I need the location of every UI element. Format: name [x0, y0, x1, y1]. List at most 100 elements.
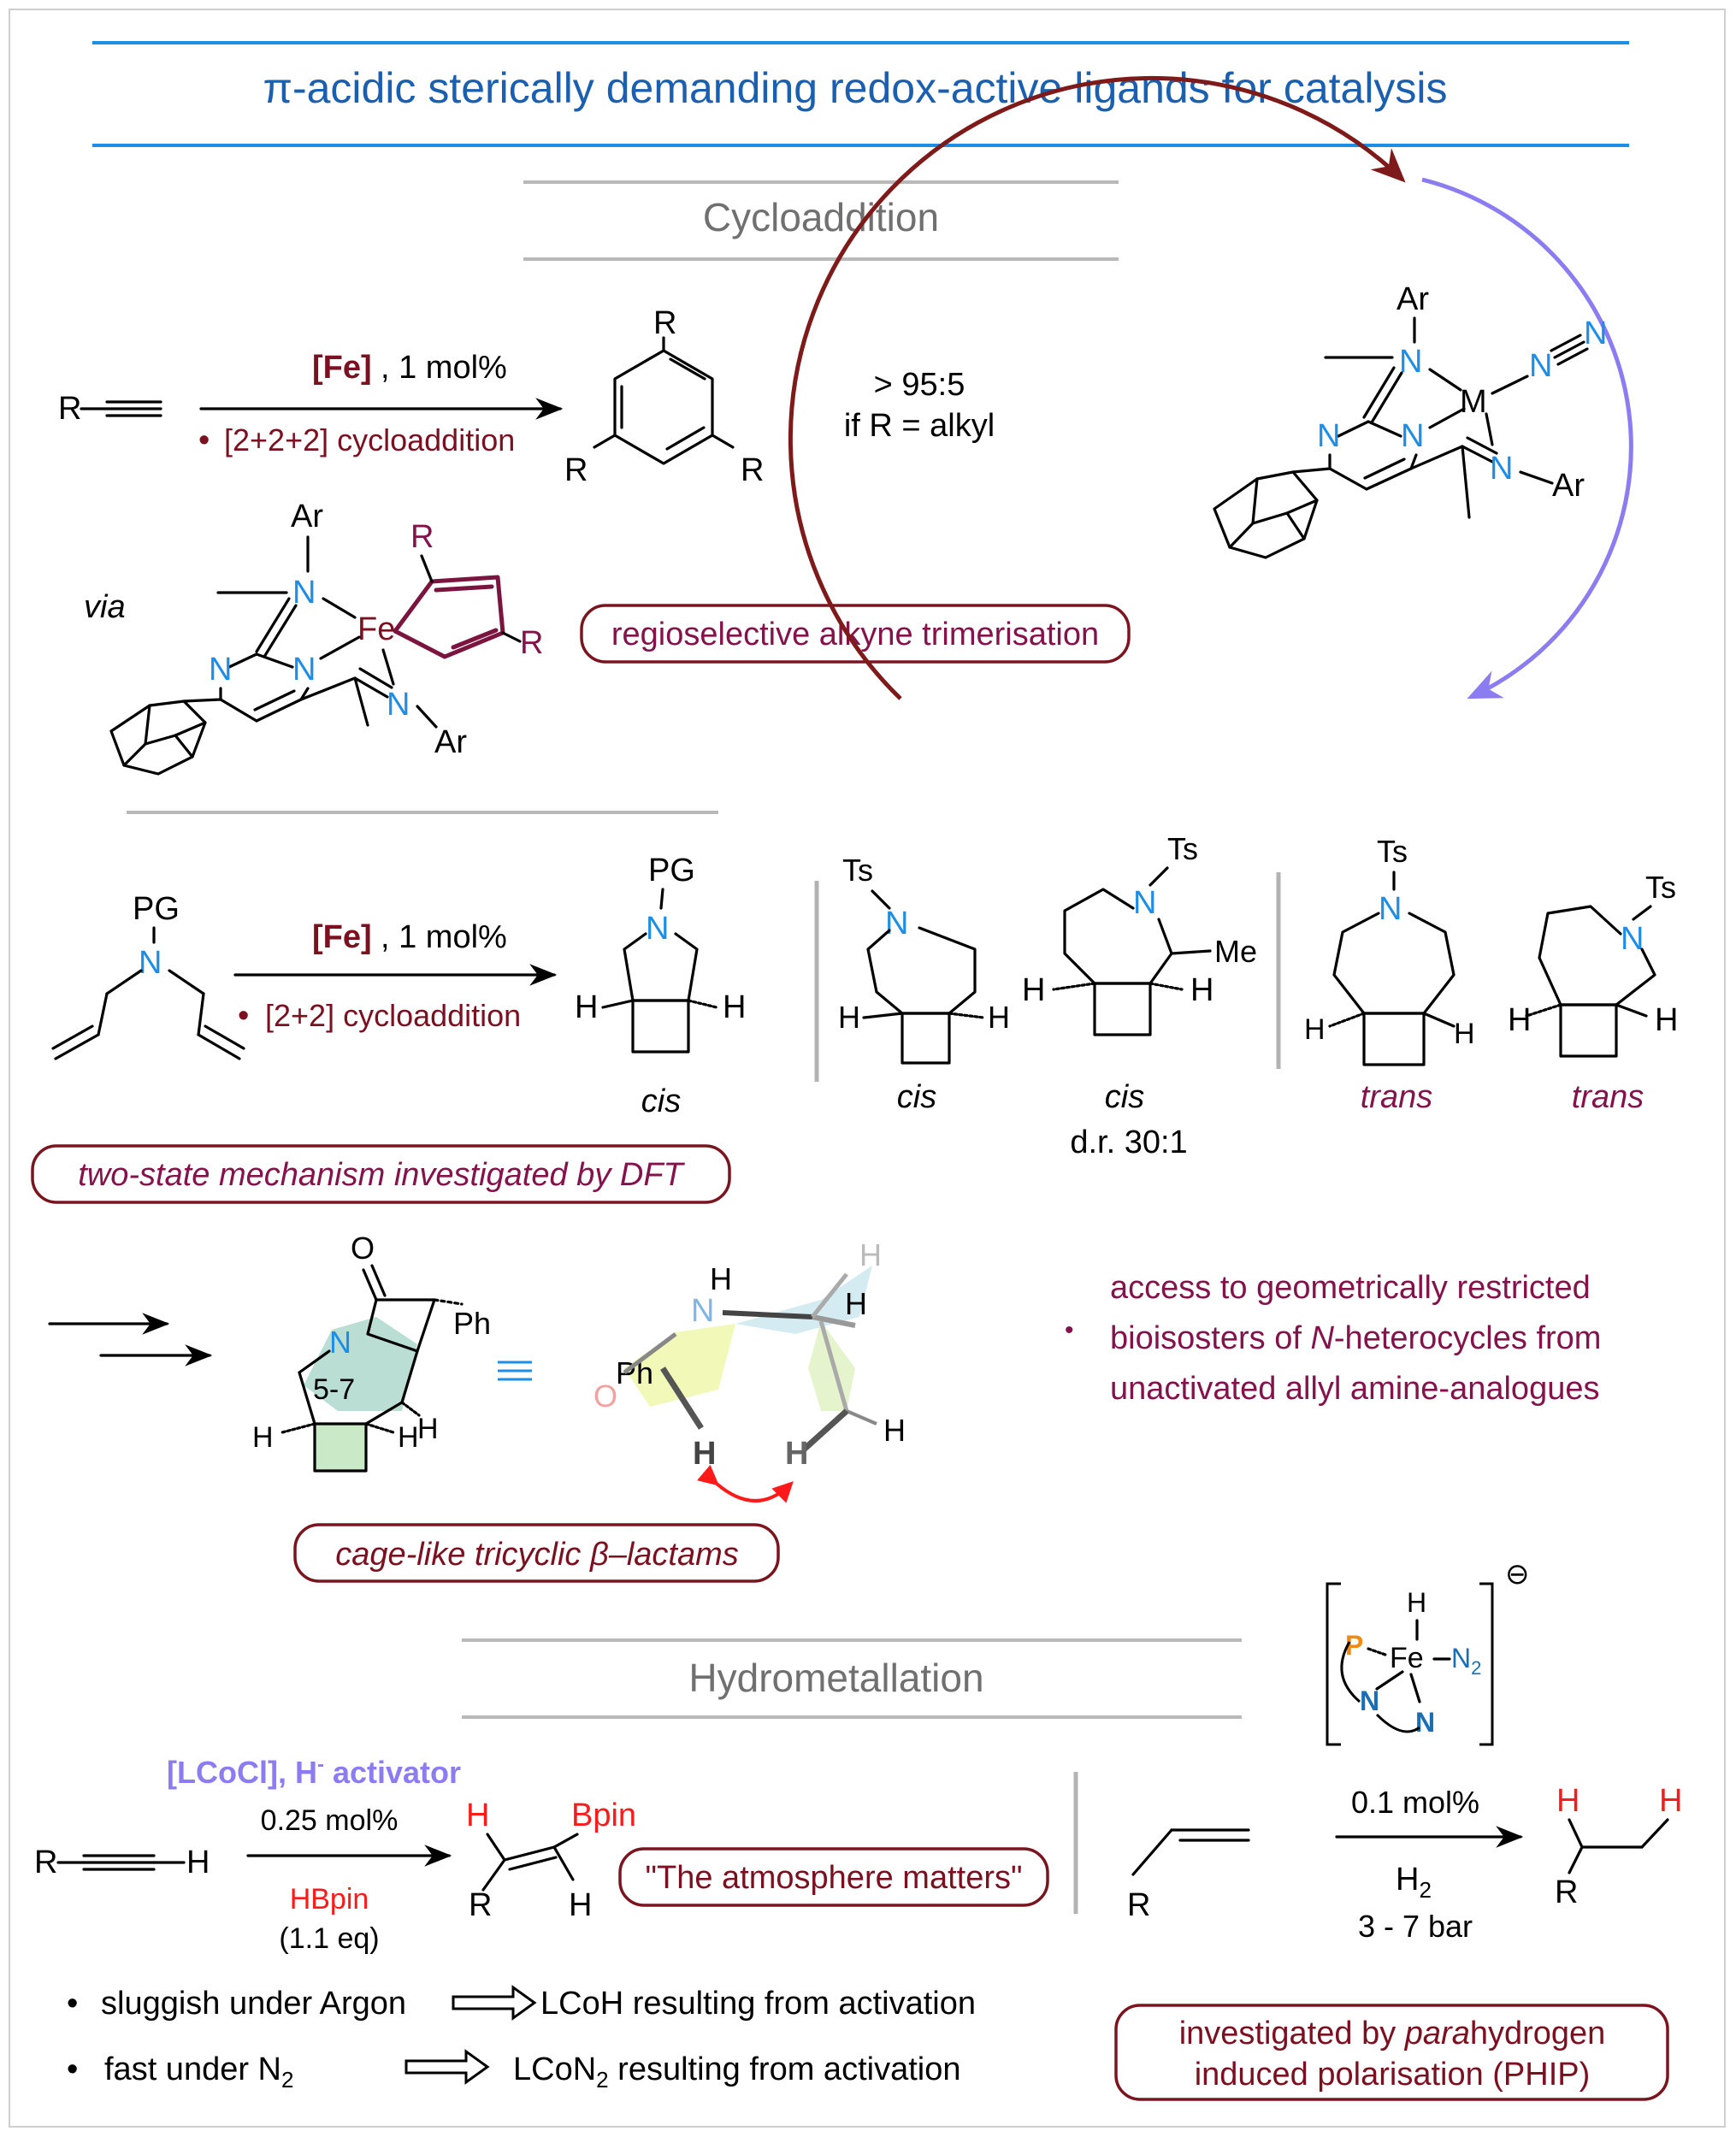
alkyne-h: H: [186, 1845, 210, 1880]
cycloaddition-condition: [2+2] cycloaddition: [265, 998, 521, 1033]
equivalence-symbol: [498, 1361, 532, 1381]
alkyne-substrate: R: [58, 391, 162, 427]
via-label: via: [84, 589, 126, 625]
model-h-right: H: [883, 1413, 906, 1448]
n2-bullet: •: [67, 2051, 78, 2087]
phip-callout: [1114, 2004, 1669, 2101]
p5-stereo-label: trans: [1572, 1079, 1644, 1115]
phip-line-1: investigated by parahydrogen: [1179, 2016, 1606, 2051]
bullet-dot-2: •: [238, 998, 249, 1034]
lactam-n: N: [329, 1325, 351, 1360]
product-r-left: R: [564, 452, 588, 488]
lactam-h-1: H: [417, 1413, 439, 1445]
vb-bpin: Bpin: [571, 1798, 636, 1833]
lactam-callout: [293, 1523, 780, 1583]
complex-fe: Fe: [1390, 1642, 1424, 1674]
int-r-top: R: [410, 519, 434, 555]
cat-ar-top: Ar: [1396, 281, 1429, 317]
selectivity-ratio: > 95:5: [874, 367, 965, 403]
int-n-ring-left: N: [209, 652, 232, 688]
cat-ar-right: Ar: [1552, 468, 1585, 504]
alkane-r: R: [1555, 1874, 1578, 1910]
bicyclic-product-cis-ts-6: Ts N H H: [838, 853, 1010, 1065]
dft-callout: [31, 1144, 731, 1204]
h2-reagent: H2: [1396, 1862, 1432, 1903]
bioisostere-line-1: access to geometrically restricted: [1110, 1270, 1591, 1306]
p3-me: Me: [1214, 934, 1257, 969]
cat-metal: M: [1460, 384, 1487, 420]
tricyclic-lactam: O N Ph H H H 5-7: [252, 1231, 491, 1473]
p4-ts: Ts: [1377, 834, 1408, 869]
lactam-h-3: H: [398, 1421, 419, 1454]
p1-h-right: H: [723, 989, 746, 1025]
p4-n: N: [1379, 891, 1402, 927]
fe-catalyst-label-2: [Fe]: [312, 919, 372, 955]
alkane-h-left: H: [1556, 1783, 1580, 1819]
fe-catalyst-label: [Fe]: [312, 350, 372, 386]
model-h-n: H: [710, 1261, 732, 1296]
nOe-contact-arrow: [696, 1464, 794, 1503]
p5-n: N: [1621, 921, 1644, 957]
bicyclic-product-cis-pg: PG N H H: [575, 853, 746, 1054]
int-n-imine-2: N: [387, 687, 410, 723]
model-ph: Ph: [616, 1355, 653, 1390]
bullet-dot: •: [198, 422, 210, 458]
phip-line-2: induced polarisation (PHIP): [1195, 2057, 1591, 2093]
product-r-right: R: [741, 452, 764, 488]
hbpin-equiv: (1.1 eq): [279, 1922, 379, 1955]
figure-frame: [9, 9, 1726, 2128]
fe-loading-label-2: , 1 mol%: [381, 919, 507, 955]
p1-pg: PG: [648, 853, 695, 888]
atmosphere-callout: [618, 1847, 1049, 1907]
p3-stereo-label: cis: [1105, 1079, 1144, 1115]
p2-h-right: H: [988, 1000, 1010, 1035]
model-h-contact-1: H: [693, 1436, 716, 1472]
p3-n: N: [1133, 885, 1156, 921]
p5-h-left: H: [1508, 1002, 1531, 1038]
substrate-n: N: [139, 945, 162, 981]
cat-n-ring-left: N: [1317, 418, 1340, 454]
atmosphere-callout-text: "The atmosphere matters": [646, 1860, 1023, 1896]
p1-n: N: [646, 911, 669, 947]
lactam-ph: Ph: [453, 1306, 491, 1341]
bicyclic-product-cis-me: Ts N Me H H: [1022, 831, 1257, 1036]
co-catalyst-label: [LCoCl], H- activator: [167, 1753, 461, 1790]
p2-n: N: [885, 906, 908, 942]
p2-ts: Ts: [842, 853, 873, 888]
trimerisation-callout: [580, 604, 1131, 664]
lactam-h-2: H: [252, 1421, 274, 1454]
int-ar-top: Ar: [291, 499, 323, 534]
p3-ts: Ts: [1167, 831, 1198, 866]
bioisostere-line-2: bioisosters of N-heterocycles from: [1110, 1320, 1601, 1356]
substrate-pg: PG: [133, 891, 180, 927]
substrate-r-label: R: [58, 391, 81, 427]
model-o: O: [593, 1378, 617, 1414]
p4-stereo-label: trans: [1361, 1079, 1432, 1115]
metal-n2-complex: Ar N M N N N N N Ar: [1213, 281, 1607, 559]
lcoh-text: LCoH resulting from activation: [540, 1986, 976, 2022]
p3-dr-label: d.r. 30:1: [1070, 1125, 1187, 1160]
selectivity-condition: if R = alkyl: [844, 408, 995, 444]
cat-n-top: N: [1399, 344, 1422, 380]
lactam-o: O: [351, 1231, 375, 1266]
p4-h-right: H: [1454, 1018, 1475, 1050]
fe-loading-label: , 1 mol%: [381, 350, 507, 386]
alkene-r: R: [1127, 1887, 1150, 1923]
int-r-right: R: [520, 625, 543, 661]
complex-h: H: [1407, 1587, 1426, 1618]
ring-size-label: 5-7: [313, 1373, 355, 1406]
complex-charge: ⊖: [1505, 1558, 1530, 1591]
implies-arrow-2: [404, 2049, 490, 2085]
alkane-product: H H R: [1555, 1783, 1682, 1910]
vb-h-bottom: H: [569, 1887, 592, 1923]
iron-hydride-complex: ⊖ H Fe N2 P N N: [1326, 1558, 1530, 1746]
page-title: π-acidic sterically demanding redox-acti…: [263, 64, 1447, 112]
fe-loading: 0.1 mol%: [1351, 1785, 1479, 1820]
bicyclic-product-trans-7a: Ts N H H: [1304, 834, 1475, 1066]
implies-arrow-1: [452, 1985, 537, 2021]
cat-n2-a: N: [1529, 348, 1552, 384]
bioisostere-bullet: •: [1065, 1316, 1074, 1344]
terminal-alkene: R: [1127, 1828, 1250, 1923]
int-ar-bottom: Ar: [434, 724, 467, 760]
complex-n-right: N: [1415, 1707, 1435, 1738]
